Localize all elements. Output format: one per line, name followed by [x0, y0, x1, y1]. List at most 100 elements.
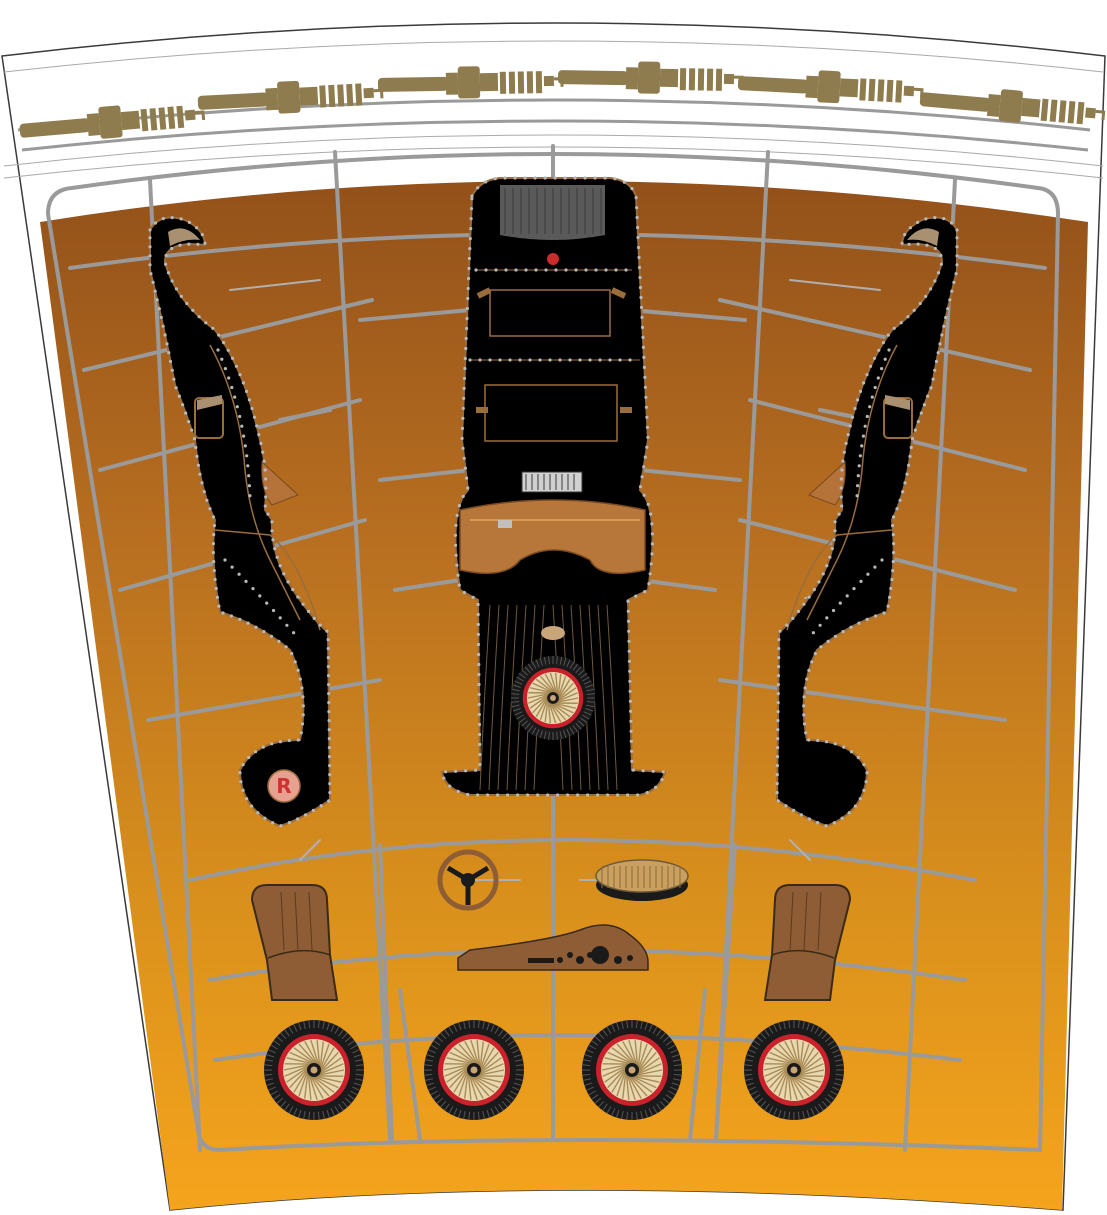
tread	[308, 1020, 311, 1029]
spoke	[304, 1070, 309, 1099]
tread	[521, 720, 529, 727]
spoke	[601, 1063, 631, 1071]
dash-gauge	[567, 952, 573, 958]
sprue-runner	[188, 838, 977, 882]
spoke	[557, 673, 562, 698]
sprue-runner	[278, 408, 332, 422]
tread	[347, 1094, 355, 1100]
seat-pleat	[803, 891, 808, 951]
spoke	[529, 687, 554, 694]
tread	[338, 1029, 344, 1037]
spoke	[764, 1064, 792, 1077]
spoke	[293, 1047, 318, 1066]
tread	[468, 1020, 471, 1029]
tread	[494, 1026, 500, 1034]
sprue-runner	[688, 988, 707, 1142]
tread	[350, 1090, 358, 1096]
sprue-runner	[148, 178, 202, 1152]
tread	[746, 1054, 755, 1058]
tread	[490, 1108, 495, 1116]
tread	[652, 1026, 658, 1034]
spoke	[529, 693, 550, 709]
spoke	[557, 678, 571, 701]
tread	[659, 1100, 666, 1108]
tread	[824, 1097, 832, 1104]
tail-stripe	[479, 604, 491, 791]
tread	[548, 656, 550, 665]
dash-slot	[528, 958, 554, 963]
tread	[594, 1097, 602, 1104]
tread	[436, 1036, 444, 1043]
tread	[486, 1109, 490, 1118]
tread	[806, 1109, 810, 1118]
spoke	[310, 1074, 335, 1093]
tread	[834, 1078, 844, 1081]
tread	[640, 1110, 643, 1120]
panel-window-glass	[197, 395, 222, 410]
tread	[806, 1022, 810, 1031]
spoke	[627, 1074, 648, 1097]
tread	[563, 657, 567, 666]
spoke	[289, 1066, 310, 1089]
tread	[768, 1026, 774, 1034]
tread	[748, 1049, 756, 1054]
tread	[507, 1040, 515, 1046]
tread	[659, 1032, 666, 1040]
sprue-runner	[378, 468, 472, 482]
seat-pleat	[308, 891, 313, 951]
tread	[582, 714, 590, 720]
spoke	[444, 1064, 472, 1077]
tread	[621, 1020, 624, 1030]
tread	[778, 1022, 782, 1031]
tread	[559, 731, 563, 740]
tread	[507, 1094, 515, 1100]
spoke	[792, 1075, 819, 1089]
tread	[616, 1022, 620, 1031]
spoke	[467, 1071, 472, 1100]
side-panel-shape	[148, 216, 332, 828]
tread	[458, 1109, 462, 1118]
tread	[494, 1106, 500, 1114]
tread	[341, 1032, 348, 1040]
tread	[531, 661, 537, 669]
spoke	[798, 1047, 815, 1073]
tread	[753, 1040, 761, 1046]
tread	[756, 1097, 764, 1104]
tread	[744, 1073, 753, 1076]
spoke	[556, 687, 577, 703]
spoke	[476, 1040, 481, 1069]
spoke	[478, 1051, 499, 1074]
cowl-clip	[498, 520, 512, 528]
tread	[444, 1103, 450, 1111]
tread	[673, 1064, 682, 1067]
tread	[353, 1054, 362, 1058]
spoke	[795, 1069, 825, 1077]
wheel-hub-cap	[310, 1066, 318, 1074]
wheel-hub-cap	[628, 1066, 636, 1074]
tread	[586, 701, 595, 703]
tread	[303, 1020, 306, 1030]
tread	[504, 1036, 512, 1043]
tread	[424, 1059, 434, 1062]
tread	[293, 1108, 298, 1116]
spoke	[315, 1069, 345, 1077]
tread	[788, 1111, 791, 1120]
spoke	[622, 1070, 627, 1099]
tread	[514, 1078, 524, 1081]
tread	[539, 730, 543, 739]
spoke	[628, 1039, 639, 1068]
tread	[448, 1026, 454, 1034]
wheel-icon	[582, 1020, 682, 1120]
tread	[280, 1032, 287, 1040]
accessories	[437, 849, 689, 971]
seat-pleat	[817, 891, 822, 951]
tread	[273, 1040, 281, 1046]
tread	[668, 1090, 676, 1096]
tread	[668, 1044, 676, 1050]
tread	[626, 1020, 629, 1029]
tread	[440, 1032, 447, 1040]
tread	[433, 1040, 441, 1046]
panel-cap	[907, 228, 939, 246]
tread	[588, 1044, 596, 1050]
dashboard-icon	[457, 924, 649, 971]
